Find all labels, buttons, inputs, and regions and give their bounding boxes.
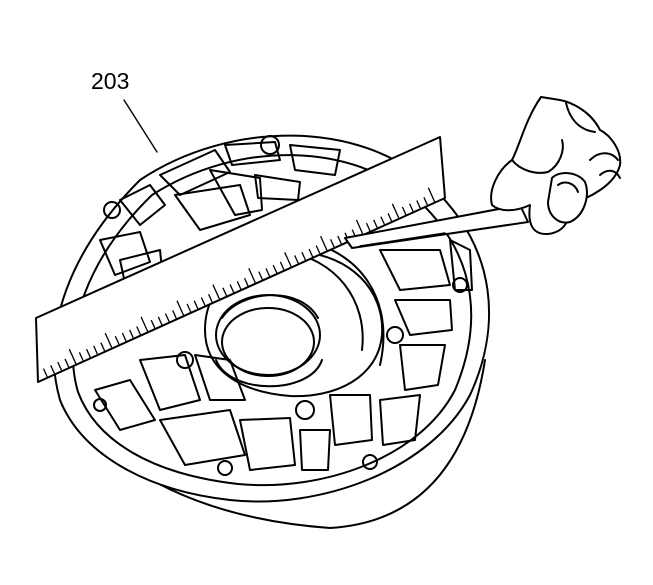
ruler-tick <box>284 252 292 268</box>
ruler-tick <box>129 329 134 339</box>
ruler-tick <box>387 213 393 222</box>
ruler-tick <box>176 300 185 316</box>
ruler-tick <box>100 342 106 352</box>
ruler-tick <box>416 200 422 209</box>
callout-label-203: 203 <box>91 68 130 94</box>
ruler-tick <box>229 284 235 293</box>
ruler-tick-marks <box>42 187 436 378</box>
ruler-tick <box>272 264 278 274</box>
ruler-tick <box>212 284 221 300</box>
ruler-tick <box>391 203 400 219</box>
feeler-gauge <box>344 204 529 249</box>
straightedge-ruler <box>35 136 446 383</box>
ruler-tick <box>265 268 271 277</box>
ruler-tick <box>423 197 429 206</box>
ruler-tick <box>114 335 120 345</box>
ruler-tick <box>136 326 142 336</box>
ruler-tick <box>150 319 156 329</box>
ruler-tick <box>200 297 206 306</box>
ruler-tick <box>243 277 249 287</box>
ruler-tick <box>104 332 113 348</box>
ruler-tick <box>258 271 264 281</box>
ruler-tick <box>236 281 242 290</box>
ruler-tick <box>42 368 48 378</box>
ruler-tick <box>409 203 414 213</box>
ruler-tick <box>64 358 70 368</box>
ruler-tick <box>50 365 55 374</box>
callout-leader <box>123 99 158 153</box>
ruler-tick <box>68 348 77 365</box>
ruler-tick <box>427 187 436 203</box>
ruler-tick <box>248 268 256 284</box>
ruler-tick <box>315 245 321 255</box>
ruler-tick <box>401 206 407 216</box>
ruler-tick <box>57 361 63 371</box>
ruler-tick <box>279 261 285 271</box>
ruler-tick <box>93 345 98 355</box>
ruler-tick <box>301 251 307 261</box>
ruler-tick <box>157 316 163 326</box>
ruler-tick <box>222 287 228 297</box>
ruler-tick <box>320 235 328 251</box>
fluid-passages <box>93 135 473 476</box>
ruler-tick <box>337 235 343 245</box>
ruler-tick <box>330 239 335 248</box>
ruler-tick <box>121 332 127 342</box>
ruler-tick <box>164 313 170 323</box>
ruler-tick <box>208 293 213 303</box>
ruler-tick <box>308 248 314 258</box>
ruler-tick <box>78 352 84 361</box>
ruler-tick <box>365 222 371 232</box>
ruler-tick <box>86 348 91 358</box>
ruler-tick <box>172 310 177 319</box>
ruler-tick <box>373 219 378 229</box>
ruler-tick <box>193 300 199 310</box>
ruler-tick <box>186 303 192 313</box>
ruler-tick <box>294 255 299 264</box>
technician-hand <box>490 96 622 236</box>
ruler-tick <box>380 216 386 226</box>
ruler-tick <box>355 219 364 235</box>
ruler-tick <box>140 316 149 332</box>
